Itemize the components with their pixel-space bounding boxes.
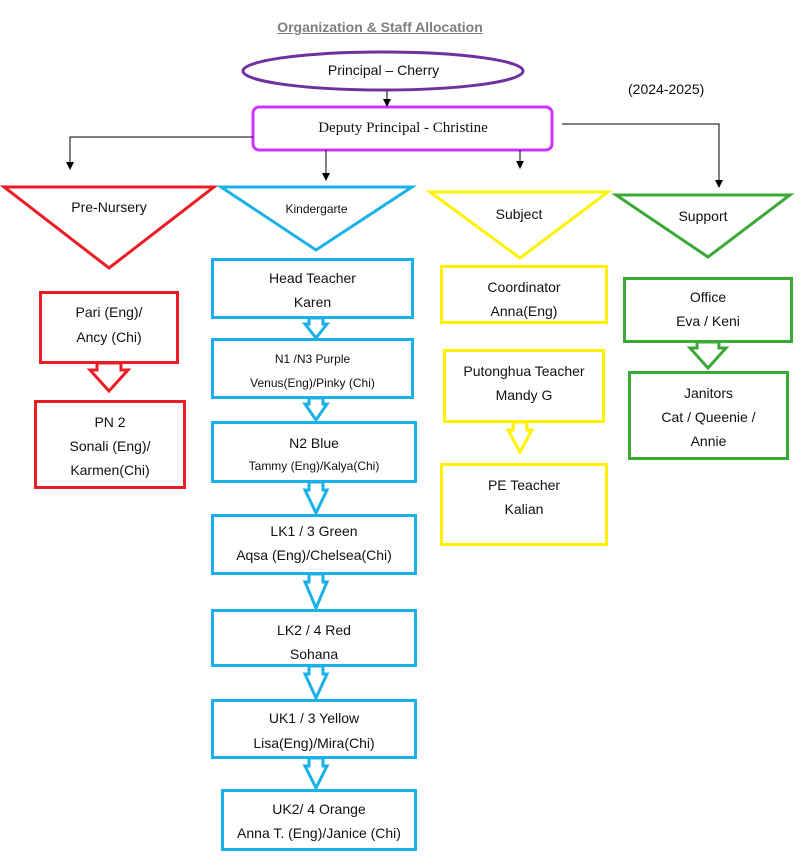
kindergarten-down-arrow-1 [301,316,331,341]
year-label: (2024-2025) [628,81,705,97]
box-line-2: Sohana [289,646,339,662]
principal-label: Principal – Cherry [327,62,440,78]
box-line-1: UK2/ 4 Orange [272,801,366,817]
box-line-1: Office [689,289,727,305]
deputy-box [251,105,554,152]
subject-box-2: Putonghua Teacher Mandy G [443,349,605,423]
box-line-1: Janitors [683,385,734,401]
box-line-1: PN 2 [94,414,126,430]
box-line-1: Pari (Eng)/ [75,304,143,320]
support-box-2: Janitors Cat / Queenie / Annie [628,371,789,460]
support-down-arrow [686,340,730,371]
box-line-1: UK1 / 3 Yellow [268,710,360,726]
deputy-label: Deputy Principal - Christine [318,120,488,136]
principal-ellipse [241,50,525,92]
box-line-2: Cat / Queenie / [661,409,756,425]
subject-box-3: PE Teacher Kalian [440,463,608,546]
kindergarten-down-arrow-2 [302,396,330,423]
kindergarten-box-5: LK2 / 4 Red Sohana [211,609,417,667]
box-line-1: N1 /N3 Purple [274,352,351,366]
box-line-2: Venus(Eng)/Pinky (Chi) [250,376,375,390]
box-line-2: Karen [293,294,332,310]
support-label: Support [678,208,728,224]
deputy-to-support-arrow [562,123,723,188]
kindergarten-box-7: UK2/ 4 Orange Anna T. (Eng)/Janice (Chi) [221,789,417,851]
box-line-2: Mandy G [495,387,553,403]
box-line-1: N2 Blue [289,435,339,451]
box-line-1: Putonghua Teacher [463,363,585,379]
subject-label: Subject [495,206,543,222]
prenursery-down-arrow [86,361,132,394]
box-line-1: LK1 / 3 Green [270,523,358,539]
kindergarten-box-4: LK1 / 3 Green Aqsa (Eng)/Chelsea(Chi) [211,514,417,575]
kindergarten-box-2: N1 /N3 Purple Venus(Eng)/Pinky (Chi) [211,338,414,399]
box-line-2: Eva / Keni [676,313,740,329]
deputy-to-prenursery-arrow [66,136,253,170]
subject-down-arrow [505,420,535,456]
prenursery-box-1: Pari (Eng)/ Ancy (Chi) [39,291,179,364]
box-line-3: Annie [690,433,727,449]
prenursery-label: Pre-Nursery [71,199,147,215]
box-line-1: LK2 / 4 Red [277,622,351,638]
box-line-1: Head Teacher [269,270,356,286]
kindergarten-down-arrow-6 [302,756,330,792]
kindergarten-down-arrow-3 [302,480,330,517]
subject-triangle [425,190,613,260]
support-triangle [611,193,795,259]
kindergarten-box-3: N2 Blue Tammy (Eng)/Kalya(Chi) [211,421,417,483]
kindergarten-down-arrow-4 [302,572,330,612]
box-line-2: Lisa(Eng)/Mira(Chi) [253,735,375,751]
box-line-1: Coordinator [487,279,561,295]
box-line-2: Ancy (Chi) [76,329,142,345]
box-line-1: PE Teacher [487,477,561,493]
prenursery-triangle [0,185,219,270]
box-line-2: Aqsa (Eng)/Chelsea(Chi) [236,547,392,563]
box-line-2: Kalian [504,501,544,517]
box-line-2: Anna(Eng) [490,303,558,319]
kindergarten-label: Kindergarte [285,202,348,216]
box-line-3: Karmen(Chi) [70,462,150,478]
page-title: Organization & Staff Allocation [277,19,483,35]
subject-box-1: Coordinator Anna(Eng) [440,265,608,324]
box-line-2: Anna T. (Eng)/Janice (Chi) [237,825,401,841]
support-box-1: Office Eva / Keni [623,277,793,343]
kindergarten-box-6: UK1 / 3 Yellow Lisa(Eng)/Mira(Chi) [211,699,417,759]
box-line-2: Sonali (Eng)/ [69,438,151,454]
kindergarten-down-arrow-5 [302,664,330,702]
prenursery-box-2: PN 2 Sonali (Eng)/ Karmen(Chi) [34,400,186,489]
kindergarten-triangle [216,185,418,252]
box-line-2: Tammy (Eng)/Kalya(Chi) [248,459,380,473]
kindergarten-box-1: Head Teacher Karen [211,258,414,319]
